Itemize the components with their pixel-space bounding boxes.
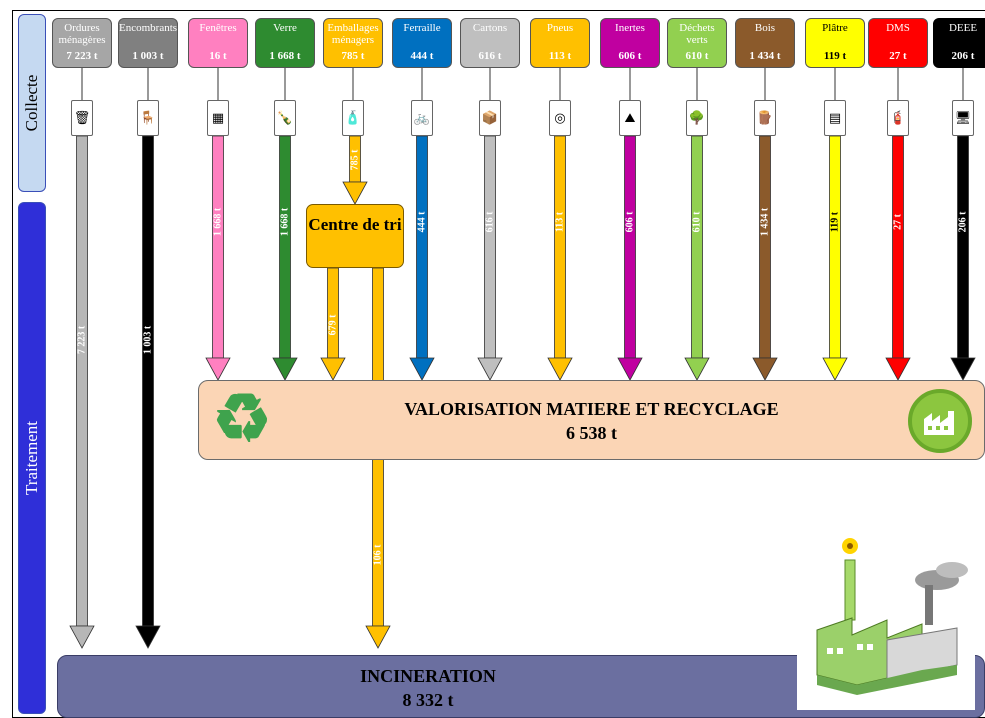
arrow-label-verre: 1 668 t: [279, 207, 290, 236]
centre-de-tri-label: Centre de tri: [308, 215, 402, 234]
category-ordures: Ordures ménagères 7 223 t: [52, 18, 112, 68]
arrow-label-dms: 27 t: [892, 213, 903, 230]
category-name: DMS: [886, 22, 910, 34]
category-quantity: 27 t: [889, 50, 907, 62]
category-quantity: 119 t: [823, 50, 847, 62]
arrow-dechets-verts: [684, 135, 710, 381]
category-name: Cartons: [472, 22, 508, 34]
category-quantity: 616 t: [478, 50, 502, 62]
arrow-label-dechets-verts: 610 t: [691, 211, 702, 233]
category-encombrants: Encombrants 1 003 t: [118, 18, 178, 68]
arrow-label-tri-recycling: 679 t: [327, 314, 338, 336]
category-bois: Bois 1 434 t: [735, 18, 795, 68]
arrow-bois: [752, 135, 778, 381]
arrow-ferraille: [409, 135, 435, 381]
arrow-deee: [950, 135, 976, 381]
category-quantity: 785 t: [341, 50, 365, 62]
category-quantity: 7 223 t: [66, 50, 98, 62]
trash-bag-icon: 🗑: [71, 100, 93, 136]
arrow-label-emballages: 785 t: [349, 149, 360, 171]
cardboard-box-icon: 📦: [479, 100, 501, 136]
category-quantity: 206 t: [951, 50, 975, 62]
arrow-label-ferraille: 444 t: [416, 211, 427, 233]
arrow-label-bois: 1 434 t: [759, 207, 770, 236]
category-name: Déchets verts: [679, 22, 715, 46]
category-verre: Verre 1 668 t: [255, 18, 315, 68]
incineration-title: INCINERATION: [360, 666, 496, 686]
category-fenetres: Fenêtres 16 t: [188, 18, 248, 68]
category-name: Verre: [273, 22, 297, 34]
category-ferraille: Ferraille 444 t: [392, 18, 452, 68]
category-name: DEEE: [948, 22, 978, 34]
appliances-icon: 🖥: [952, 100, 974, 136]
arrow-ordures: [69, 135, 95, 649]
arrow-label-platre: 119 t: [829, 211, 840, 232]
category-quantity: 1 003 t: [132, 50, 164, 62]
arrow-tri-recycling: [320, 267, 346, 381]
plaster-icon: ▤: [824, 100, 846, 136]
valorisation-box: VALORISATION MATIERE ET RECYCLAGE 6 538 …: [198, 380, 985, 460]
category-emballages: Emballages ménagers 785 t: [323, 18, 383, 68]
category-name: Ferraille: [403, 22, 441, 34]
category-dms: DMS 27 t: [868, 18, 928, 68]
arrow-pneus: [547, 135, 573, 381]
recycle-icon: ♻: [212, 383, 272, 456]
incineration-plant-illustration: [797, 530, 975, 710]
centre-de-tri-box: Centre de tri: [306, 204, 404, 268]
valorisation-total: 6 538 t: [566, 423, 617, 443]
category-quantity: 444 t: [410, 50, 434, 62]
arrow-label-tri-incineration: 106 t: [372, 544, 383, 566]
tree-icon: 🌳: [686, 100, 708, 136]
category-quantity: 1 434 t: [749, 50, 781, 62]
incineration-total: 8 332 t: [402, 690, 454, 710]
category-deee: DEEE 206 t: [933, 18, 985, 68]
bottle-icon: 🍾: [274, 100, 296, 136]
category-quantity: 113 t: [548, 50, 572, 62]
category-platre: Plâtre 119 t: [805, 18, 865, 68]
category-name: Ordures ménagères: [58, 22, 106, 46]
arrow-label-cartons: 616 t: [484, 211, 495, 233]
packaging-icon: 🧴: [342, 100, 364, 136]
category-inertes: Inertes 606 t: [600, 18, 660, 68]
category-quantity: 1 668 t: [269, 50, 301, 62]
category-name: Pneus: [546, 22, 574, 34]
bicycle-icon: 🚲: [411, 100, 433, 136]
category-dechets-verts: Déchets verts 610 t: [667, 18, 727, 68]
category-name: Encombrants: [119, 22, 178, 34]
category-cartons: Cartons 616 t: [460, 18, 520, 68]
collecte-band: Collecte: [18, 14, 46, 192]
category-name: Emballages ménagers: [327, 22, 379, 46]
arrow-label-inertes: 606 t: [624, 211, 635, 233]
category-quantity: 610 t: [685, 50, 709, 62]
arrow-label-ordures: 7 223 t: [76, 325, 87, 354]
arrow-fenetres: [205, 135, 231, 381]
tire-icon: ◎: [549, 100, 571, 136]
wood-icon: 🪵: [754, 100, 776, 136]
arrow-encombrants: [135, 135, 161, 649]
traitement-band: Traitement: [18, 202, 46, 714]
armchair-icon: 🪑: [137, 100, 159, 136]
arrow-platre: [822, 135, 848, 381]
category-name: Inertes: [615, 22, 645, 34]
category-pneus: Pneus 113 t: [530, 18, 590, 68]
category-name: Bois: [754, 22, 776, 34]
arrow-label-pneus: 113 t: [554, 211, 565, 232]
arrow-dms: [885, 135, 911, 381]
arrow-emballages: [342, 135, 368, 205]
category-quantity: 606 t: [618, 50, 642, 62]
category-quantity: 16 t: [209, 50, 227, 62]
arrow-label-deee: 206 t: [957, 211, 968, 233]
spray-can-icon: 🧯: [887, 100, 909, 136]
arrow-verre: [272, 135, 298, 381]
window-icon: ▦: [207, 100, 229, 136]
rubble-icon: ⛰: [619, 100, 641, 136]
arrow-cartons: [477, 135, 503, 381]
valorisation-title: VALORISATION MATIERE ET RECYCLAGE: [404, 399, 779, 419]
arrow-label-encombrants: 1 003 t: [142, 325, 153, 354]
factory-icon: [908, 389, 972, 453]
category-name: Fenêtres: [199, 22, 237, 34]
arrow-inertes: [617, 135, 643, 381]
arrow-label-fenetres: 1 668 t: [212, 207, 223, 236]
category-name: Plâtre: [822, 22, 848, 34]
